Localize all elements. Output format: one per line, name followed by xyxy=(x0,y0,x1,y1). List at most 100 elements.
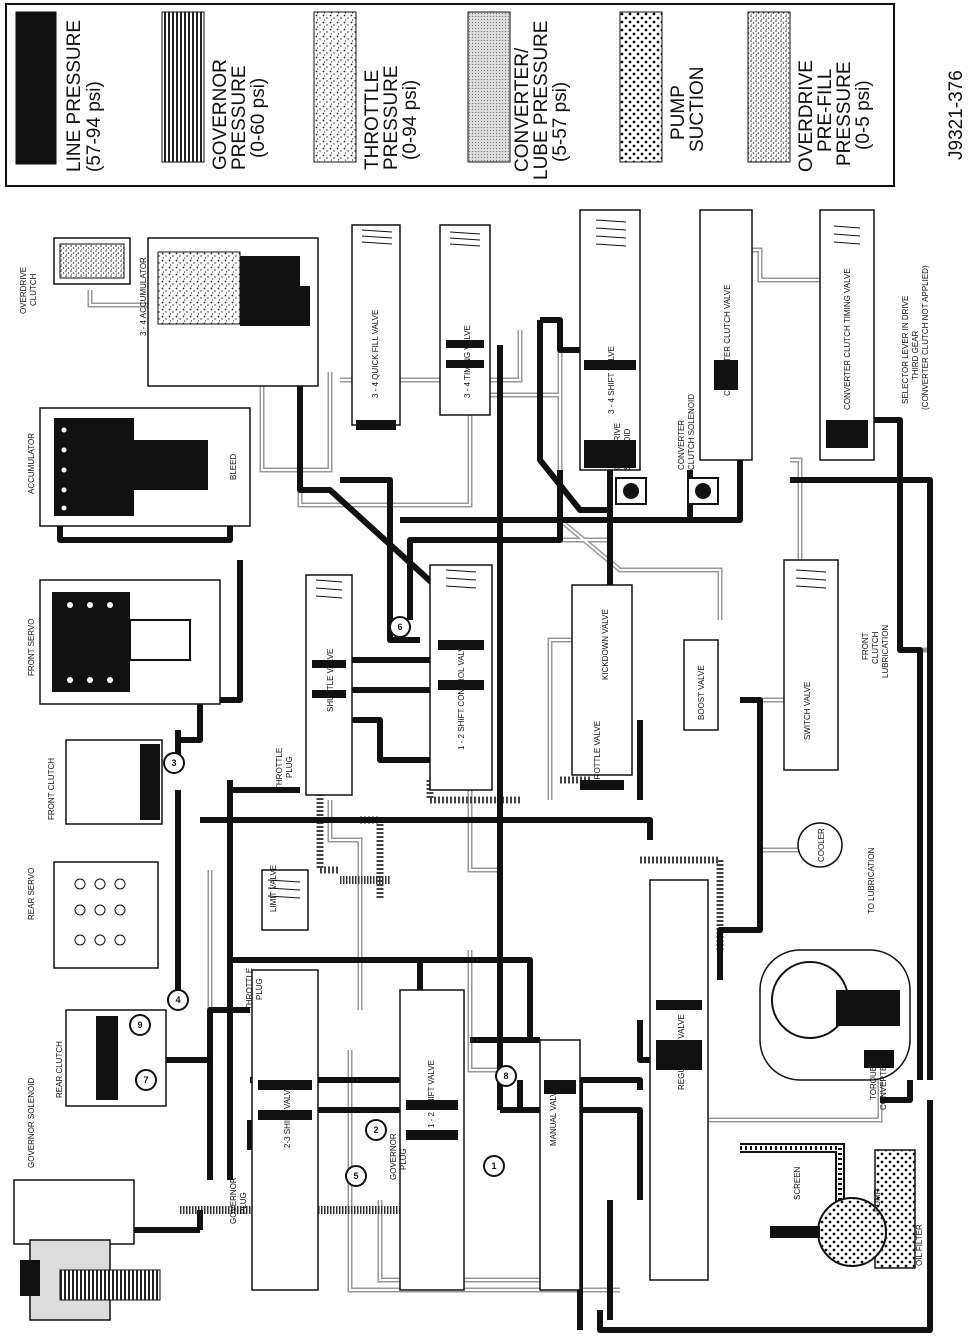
label-throttle-plug-4: PLUG xyxy=(255,978,264,1000)
accumulator-3-4 xyxy=(147,237,319,387)
valve-bodies xyxy=(251,209,875,1291)
throttle-pressure-swatch xyxy=(313,11,357,163)
accumulator xyxy=(39,407,251,527)
component-labels: OVERDRIVE CLUTCH 3 - 4 ACCUMULATOR ACCUM… xyxy=(19,257,930,1266)
label-quick-fill-valve: 3 - 4 QUICK FILL VALVE xyxy=(371,310,380,398)
label-governor-solenoid: GOVERNOR SOLENOID xyxy=(27,1078,36,1168)
label-selector-2: THIRD GEAR xyxy=(911,330,920,380)
legend-line-pressure-2: (57-94 psi) xyxy=(84,81,105,172)
governor-pressure-swatch xyxy=(161,11,205,163)
shift-valve-3-4-body xyxy=(579,209,641,471)
label-rear-servo: REAR SERVO xyxy=(27,868,36,920)
pump-suction-passages xyxy=(740,1143,916,1269)
label-limit-valve: LIMIT VALVE xyxy=(269,865,278,912)
label-governor-plug-2a: GOVERNOR xyxy=(389,1133,398,1180)
label-cooler: COOLER xyxy=(817,828,826,862)
valve-springs xyxy=(267,219,861,899)
checkball-2: 2 xyxy=(365,1119,387,1141)
label-to-lubrication: TO LUBRICATION xyxy=(867,847,876,914)
checkball-3: 3 xyxy=(163,752,185,774)
label-shuttle-valve: SHUTTLE VALVE xyxy=(326,649,335,712)
svg-text:7: 7 xyxy=(143,1075,148,1085)
checkball-1: 1 xyxy=(483,1155,505,1177)
svg-text:5: 5 xyxy=(353,1171,358,1181)
svg-text:8: 8 xyxy=(503,1071,508,1081)
label-accumulator-3-4: 3 - 4 ACCUMULATOR xyxy=(139,257,148,336)
label-torque-converter-1: TORQUE xyxy=(869,1066,878,1100)
legend-converter-1: CONVERTER/ xyxy=(512,47,533,172)
label-selector-1: SELECTOR LEVER IN DRIVE xyxy=(901,296,910,404)
label-timing-valve-3-4: 3 - 4 TIMING VALVE xyxy=(463,325,472,398)
label-front-clutch-lub-3: LUBRICATION xyxy=(881,625,890,678)
kickdown-valve-body xyxy=(571,584,633,776)
legend: LINE PRESSURE (57-94 psi) GOVERNOR PRESS… xyxy=(5,3,895,187)
pump-suction-swatch xyxy=(619,11,663,163)
switch-valve-body xyxy=(783,559,839,771)
front-clutch xyxy=(65,739,163,825)
label-manual-valve: MANUAL VALVE xyxy=(549,1086,558,1146)
label-throttle-plug-2: PLUG xyxy=(285,756,294,778)
overdrive-solenoid xyxy=(615,477,647,505)
svg-text:3: 3 xyxy=(171,758,176,768)
checkball-6: 6 xyxy=(389,616,411,638)
rear-clutch xyxy=(65,1009,167,1107)
label-shift-control-valve: 1 - 2 SHIFT CONTROL VALVE xyxy=(457,641,466,750)
overdrive-clutch xyxy=(53,237,131,285)
label-kickdown-valve: KICKDOWN VALVE xyxy=(601,609,610,680)
label-overdrive-clutch-1: OVERDRIVE xyxy=(19,267,28,314)
label-shift-valve-3-4: 3 - 4 SHIFT VALVE xyxy=(607,346,616,414)
legend-converter-2: LUBE PRESSURE xyxy=(531,21,552,180)
svg-text:4: 4 xyxy=(175,995,180,1005)
shift-valve-2-3-body xyxy=(251,969,319,1291)
label-bleed: BLEED xyxy=(229,454,238,480)
legend-throttle-2: PRESSURE xyxy=(381,65,402,170)
converter-clutch-solenoid xyxy=(687,477,719,505)
label-front-servo: FRONT SERVO xyxy=(27,619,36,677)
label-governor-plug-1a: GOVERNOR xyxy=(229,1177,238,1224)
legend-governor-1: GOVERNOR xyxy=(210,59,231,170)
legend-pump-2: SUCTION xyxy=(687,67,708,153)
checkballs: 1 2 3 4 5 6 7 8 9 xyxy=(129,616,517,1187)
svg-text:6: 6 xyxy=(397,622,402,632)
legend-overdrive-2: PRE-FILL xyxy=(815,69,836,152)
label-throttle-valve: THROTTLE VALVE xyxy=(593,721,602,790)
legend-converter-3: (5-57 psi) xyxy=(550,82,571,162)
quick-fill-valve-body xyxy=(351,224,401,426)
legend-governor-2: PRESSURE xyxy=(229,65,250,170)
svg-text:2: 2 xyxy=(373,1125,378,1135)
label-oil-filter: OIL FILTER xyxy=(915,1224,924,1266)
svg-text:1: 1 xyxy=(491,1161,496,1171)
label-pump: PUMP xyxy=(873,1189,882,1212)
label-selector-3: (CONVERTER CLUTCH NOT APPLIED) xyxy=(921,265,930,410)
shuttle-valve-body xyxy=(305,574,353,796)
legend-line-pressure-1: LINE PRESSURE xyxy=(64,20,85,172)
legend-governor-3: (0-60 psi) xyxy=(248,78,269,158)
legend-overdrive-3: PRESSURE xyxy=(834,61,855,166)
label-throttle-plug-3: THROTTLE xyxy=(245,968,254,1010)
checkball-9: 9 xyxy=(129,1014,151,1036)
label-shift-valve-2-3: 2-3 SHIFT VALVE xyxy=(283,1084,292,1148)
converter-clutch-timing-valve-body xyxy=(819,209,875,461)
regulator-valve-body xyxy=(649,879,709,1281)
legend-throttle-1: THROTTLE xyxy=(362,70,383,170)
label-converter-clutch-solenoid-1: CONVERTER xyxy=(677,420,686,470)
legend-pump-1: PUMP xyxy=(668,85,689,140)
timing-valve-3-4-body xyxy=(439,224,491,416)
label-boost-valve: BOOST VALVE xyxy=(697,665,706,720)
torque-converter xyxy=(759,949,911,1081)
front-servo xyxy=(39,579,221,705)
converter-clutch-valve-body xyxy=(699,209,753,461)
label-converter-clutch-timing-valve: CONVERTER CLUTCH TIMING VALVE xyxy=(843,268,852,410)
label-regulator-valve: REGULATOR VALVE xyxy=(677,1014,686,1090)
label-switch-valve: SWITCH VALVE xyxy=(803,682,812,740)
checkball-4: 4 xyxy=(167,989,189,1011)
cooler xyxy=(797,822,843,868)
label-torque-converter-2: CONVERTER xyxy=(879,1060,888,1110)
checkball-7: 7 xyxy=(135,1069,157,1091)
label-converter-clutch-solenoid-2: CLUTCH SOLENOID xyxy=(687,394,696,470)
label-converter-clutch-valve: CONVERTER CLUTCH VALVE xyxy=(723,284,732,396)
checkball-8: 8 xyxy=(495,1065,517,1087)
label-governor-plug-1b: PLUG xyxy=(239,1192,248,1214)
rear-servo xyxy=(53,861,159,969)
